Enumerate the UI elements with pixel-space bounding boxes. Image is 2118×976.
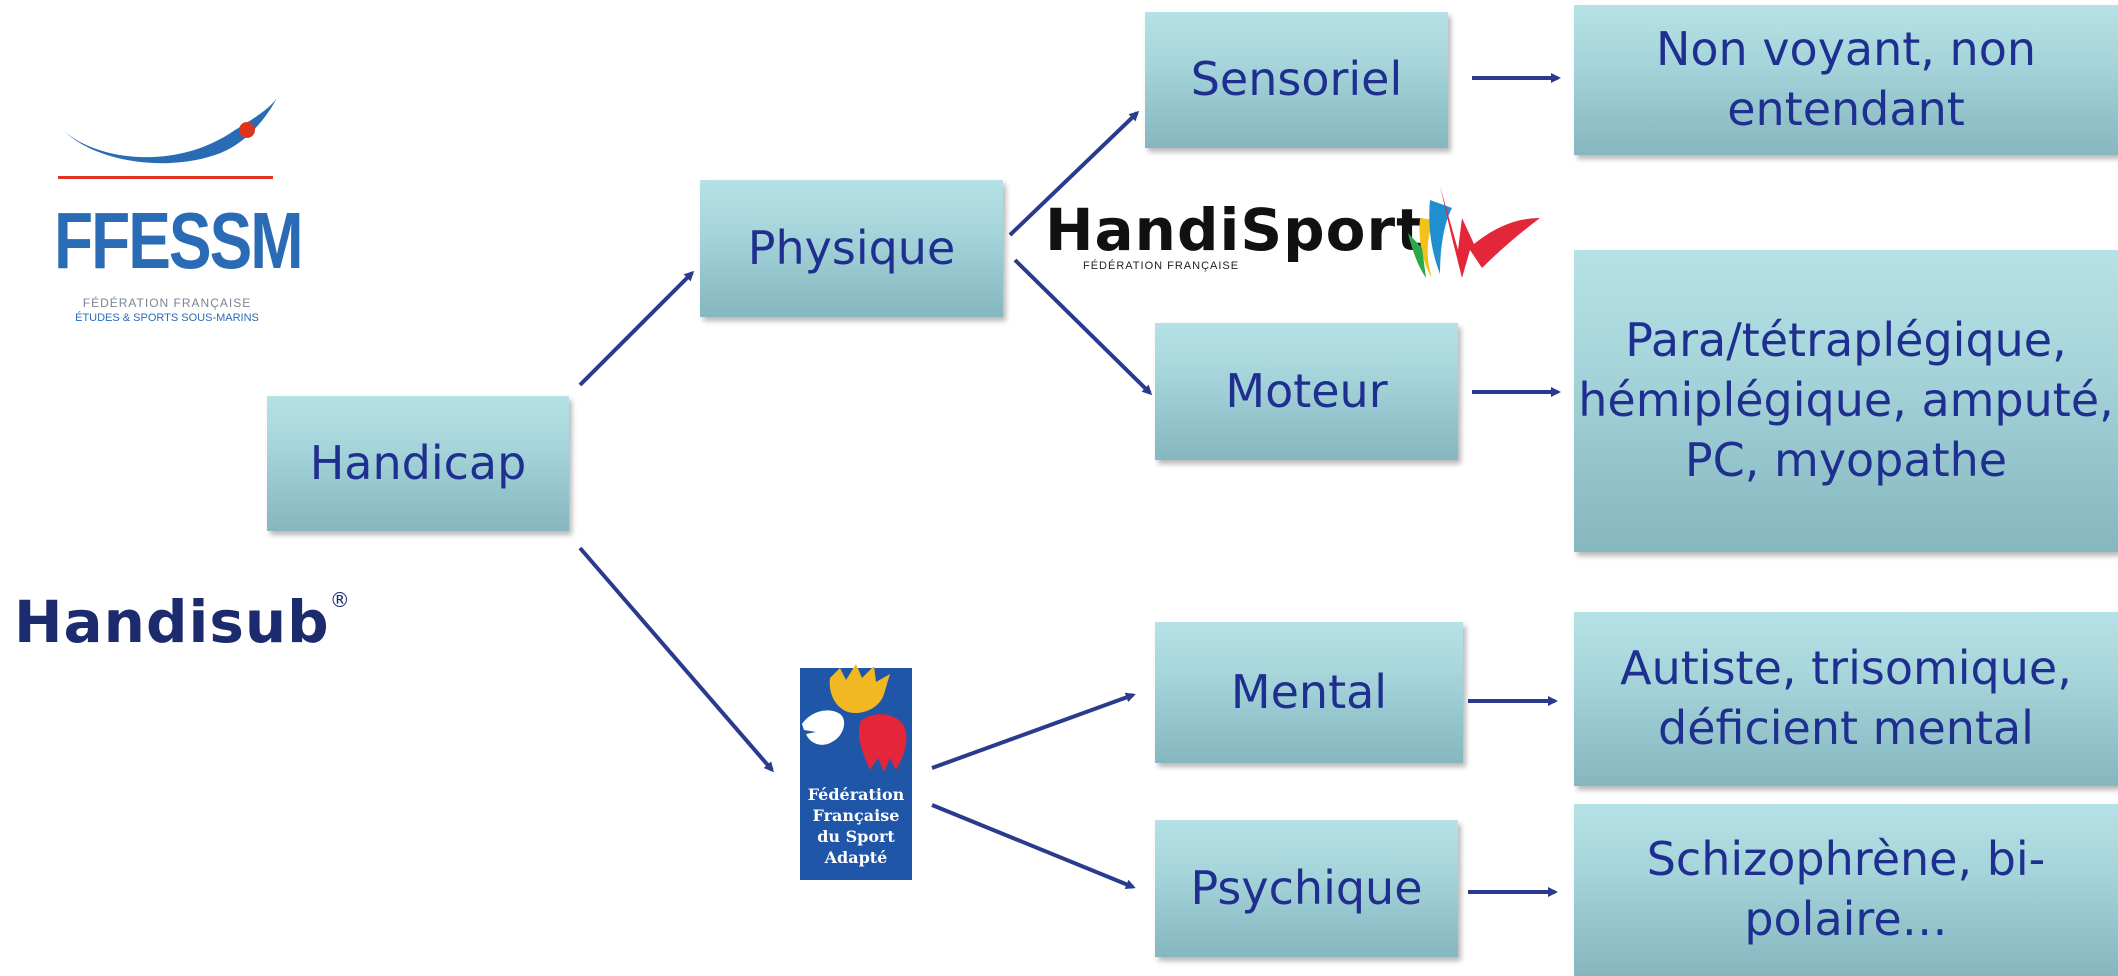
ffessm-wave-icon — [63, 98, 277, 164]
node-moteur-label: Moteur — [1225, 363, 1388, 418]
ffsa-text-line-3: du Sport — [817, 827, 895, 846]
node-mental-desc: Autiste, trisomique, déficient mental — [1574, 612, 2118, 786]
node-psychique-desc: Schizophrène, bi- polaire… — [1574, 804, 2118, 976]
ffessm-divider — [58, 176, 273, 179]
handisub-logo: Handisub® — [14, 588, 350, 668]
arrow-physique-moteur — [1013, 258, 1153, 396]
node-handicap: Handicap — [267, 396, 569, 531]
arrow-handicap-physique — [578, 270, 695, 387]
ffsa-logo: Fédération Française du Sport Adapté — [800, 660, 912, 880]
ffessm-subtitle-2: ÉTUDES & SPORTS SOUS-MARINS — [75, 312, 259, 324]
arrow-ffsa-mental — [931, 692, 1136, 770]
ffessm-logo: FFESSM FÉDÉRATION FRANÇAISE ÉTUDES & SPO… — [50, 90, 304, 330]
node-mental: Mental — [1155, 622, 1463, 763]
ffsa-text-line-4: Adapté — [824, 848, 888, 867]
node-moteur-desc-label: Para/tétraplégique, hémiplégique, amputé… — [1578, 313, 2114, 487]
node-psychique-label: Psychique — [1190, 860, 1423, 915]
handisport-subtitle: FÉDÉRATION FRANÇAISE — [1083, 260, 1240, 272]
ffessm-subtitle-1: FÉDÉRATION FRANÇAISE — [82, 296, 252, 310]
node-handicap-label: Handicap — [309, 435, 527, 490]
node-physique: Physique — [700, 180, 1003, 317]
handisport-logo: HandiSport FÉDÉRATION FRANÇAISE — [1045, 178, 1545, 288]
node-psychique-desc-label: Schizophrène, bi- polaire… — [1646, 832, 2046, 946]
arrow-handicap-ffsa — [578, 546, 774, 773]
ffsa-text-line-1: Fédération — [807, 785, 905, 804]
node-moteur-desc: Para/tétraplégique, hémiplégique, amputé… — [1574, 250, 2118, 552]
handisport-flame-icon — [1408, 186, 1540, 278]
node-physique-label: Physique — [747, 220, 956, 275]
arrow-physique-sensoriel — [1008, 110, 1140, 237]
node-mental-label: Mental — [1230, 664, 1388, 719]
ffsa-figures-icon — [800, 660, 912, 772]
node-sensoriel-label: Sensoriel — [1190, 52, 1403, 107]
ffsa-text: Fédération Française du Sport Adapté — [800, 784, 912, 868]
node-sensoriel-desc-label: Non voyant, non entendant — [1656, 22, 2036, 136]
node-mental-desc-label: Autiste, trisomique, déficient mental — [1620, 641, 2072, 755]
arrow-ffsa-psychique — [931, 803, 1136, 889]
node-moteur: Moteur — [1155, 323, 1458, 460]
node-sensoriel-desc: Non voyant, non entendant — [1574, 5, 2118, 155]
node-sensoriel: Sensoriel — [1145, 12, 1448, 148]
node-psychique: Psychique — [1155, 820, 1458, 957]
handisub-text: Handisub — [14, 588, 330, 656]
handisport-text: HandiSport — [1045, 196, 1425, 264]
handisub-registered-mark: ® — [329, 588, 350, 612]
ffessm-title: FFESSM — [54, 195, 304, 286]
ffsa-text-line-2: Française — [812, 806, 900, 825]
